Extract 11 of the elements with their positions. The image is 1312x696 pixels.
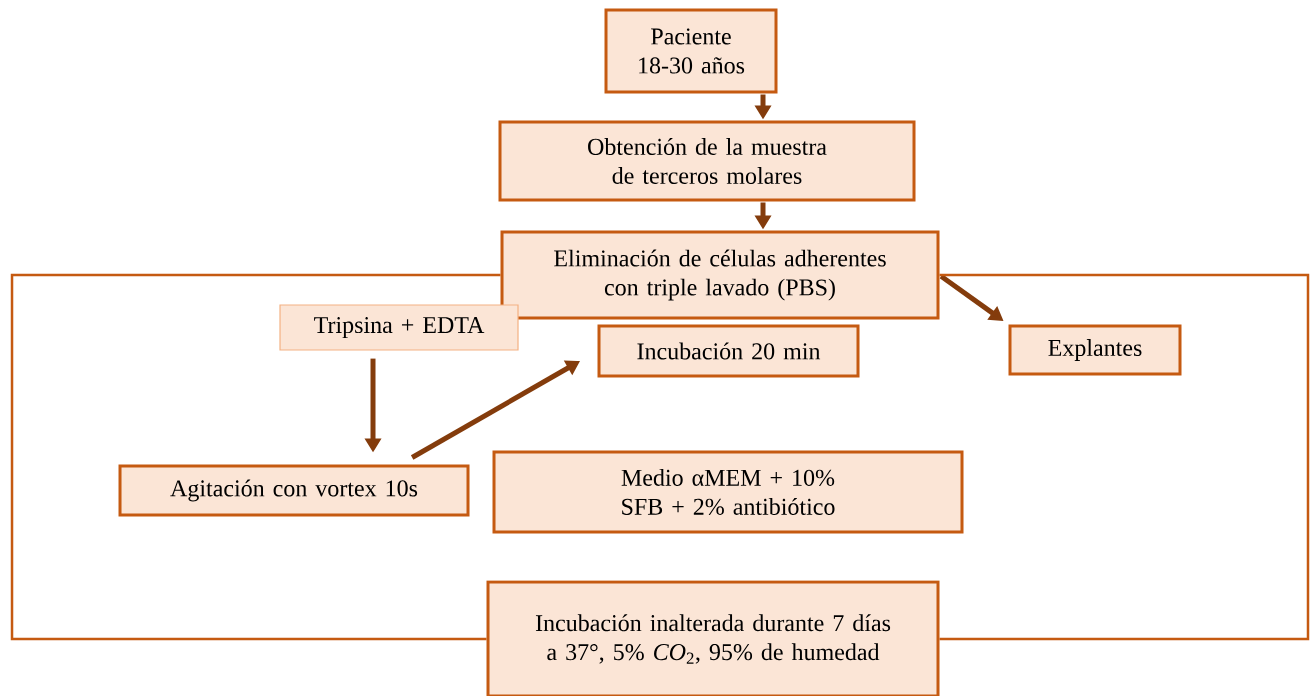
connector-line bbox=[939, 273, 1310, 641]
process-box: Paciente 18-30 años bbox=[604, 8, 778, 94]
process-box: Agitación con vortex 10s bbox=[118, 464, 470, 517]
process-box: Eliminación de células adherentes con triple lavado (PBS) bbox=[500, 230, 940, 320]
connector-line bbox=[10, 273, 501, 641]
process-box: Incubación 20 min bbox=[597, 324, 860, 378]
process-box: Incubación inalterada durante 7 días a 37°, 5% CO$_{2}$, 95% de humedad bbox=[486, 580, 940, 696]
process-box: Medio αMEM + 10% SFB + 2% antibiótico bbox=[492, 450, 964, 534]
process-box: Explantes bbox=[1008, 324, 1182, 376]
process-box: Tripsina + EDTA bbox=[279, 304, 519, 351]
process-box: Obtención de la muestra de terceros molares bbox=[498, 120, 916, 202]
